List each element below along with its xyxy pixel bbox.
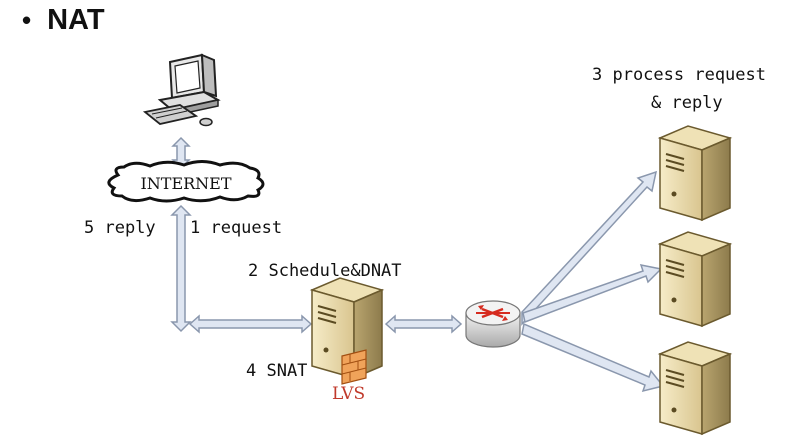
internet-vertical-arrow xyxy=(170,204,192,333)
router-icon xyxy=(465,300,521,348)
process-request-label-line2: & reply xyxy=(651,93,723,113)
process-request-label-line1: 3 process request xyxy=(592,65,766,85)
slide-title: • NAT xyxy=(22,4,105,37)
title-bullet: • xyxy=(22,5,32,35)
router-server-1-arrow xyxy=(521,170,658,326)
request-1-label: 1 request xyxy=(190,218,282,238)
desktop-computer-icon xyxy=(142,53,221,127)
real-server-3-icon xyxy=(657,341,733,436)
router-server-2-arrow xyxy=(522,264,663,324)
title-text: NAT xyxy=(47,4,105,36)
lvs-horizontal-arrow xyxy=(188,314,313,334)
real-server-2-icon xyxy=(657,231,733,328)
reply-5-label: 5 reply xyxy=(84,218,156,238)
lvs-label: LVS xyxy=(332,384,365,404)
real-server-1-icon xyxy=(657,125,733,222)
internet-label: INTERNET xyxy=(140,174,231,193)
schedule-dnat-label: 2 Schedule&DNAT xyxy=(248,261,402,281)
internet-cloud-icon: INTERNET xyxy=(107,160,265,203)
snat-4-label: 4 SNAT xyxy=(246,361,307,381)
lvs-router-arrow xyxy=(384,314,463,334)
firewall-icon xyxy=(341,349,367,385)
router-server-3-arrow xyxy=(521,322,665,393)
